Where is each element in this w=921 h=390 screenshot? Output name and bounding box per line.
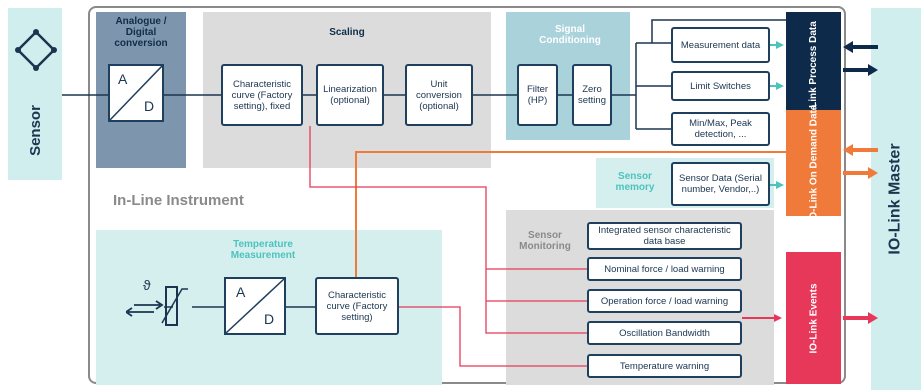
limit-switches-box: Limit Switches <box>671 71 770 101</box>
ad-converter-block: A D <box>108 64 164 122</box>
temp-char-curve-box: Characteristic curve (Factory setting) <box>315 277 399 335</box>
monitoring-item: Integrated sensor characteristic data ba… <box>587 222 742 250</box>
signal-title: Signal Conditioning <box>539 24 601 46</box>
monitoring-item: Temperature warning <box>587 354 742 378</box>
monitoring-item: Oscillation Bandwidth <box>587 321 742 345</box>
unit-conversion-box: Unit conversion (optional) <box>405 64 473 126</box>
temp-ad-diagonal <box>226 279 284 333</box>
monitoring-title: Sensor Monitoring <box>519 230 571 252</box>
ad-title: Analogue / Digital conversion <box>114 16 168 49</box>
temperature-title: Temperature Measurement <box>230 239 296 261</box>
ad-diagonal <box>110 66 162 120</box>
bridge-sensor-icon <box>15 29 57 71</box>
temp-ad-a-label: A <box>236 284 246 300</box>
temp-ad-block: A D <box>224 277 286 335</box>
sensor-data-box: Sensor Data (Serial number, Vendor,..) <box>671 162 770 206</box>
monitoring-item: Nominal force / load warning <box>587 257 742 281</box>
instrument-frame <box>88 6 846 384</box>
events-label: IO-Link Events <box>808 282 820 354</box>
sensor-bar <box>8 8 62 180</box>
monitoring-item: Operation force / load warning <box>587 289 742 313</box>
filter-box: Filter (HP) <box>517 64 558 126</box>
theta-symbol: ϑ <box>143 277 151 293</box>
instrument-label: In-Line Instrument <box>113 192 244 209</box>
linearization-box: Linearization (optional) <box>316 64 384 126</box>
memory-title: Sensor memory <box>615 171 655 193</box>
on-demand-label: IO-Link On Demand Data <box>808 104 820 222</box>
measurement-data-box: Measurement data <box>671 27 770 63</box>
char-curve-box: Characteristic curve (Factory setting), … <box>221 64 303 126</box>
thermistor-icon <box>126 286 188 326</box>
minmax-box: Min/Max, Peak detection, ... <box>671 112 770 146</box>
ad-d-label: D <box>144 98 155 114</box>
temp-ad-d-label: D <box>264 311 275 327</box>
ad-a-label: A <box>118 71 128 87</box>
scaling-title: Scaling <box>329 27 365 38</box>
zero-setting-box: Zero setting <box>572 64 612 126</box>
on-demand-box <box>786 110 841 216</box>
master-bar <box>871 8 921 390</box>
events-box <box>786 252 841 384</box>
